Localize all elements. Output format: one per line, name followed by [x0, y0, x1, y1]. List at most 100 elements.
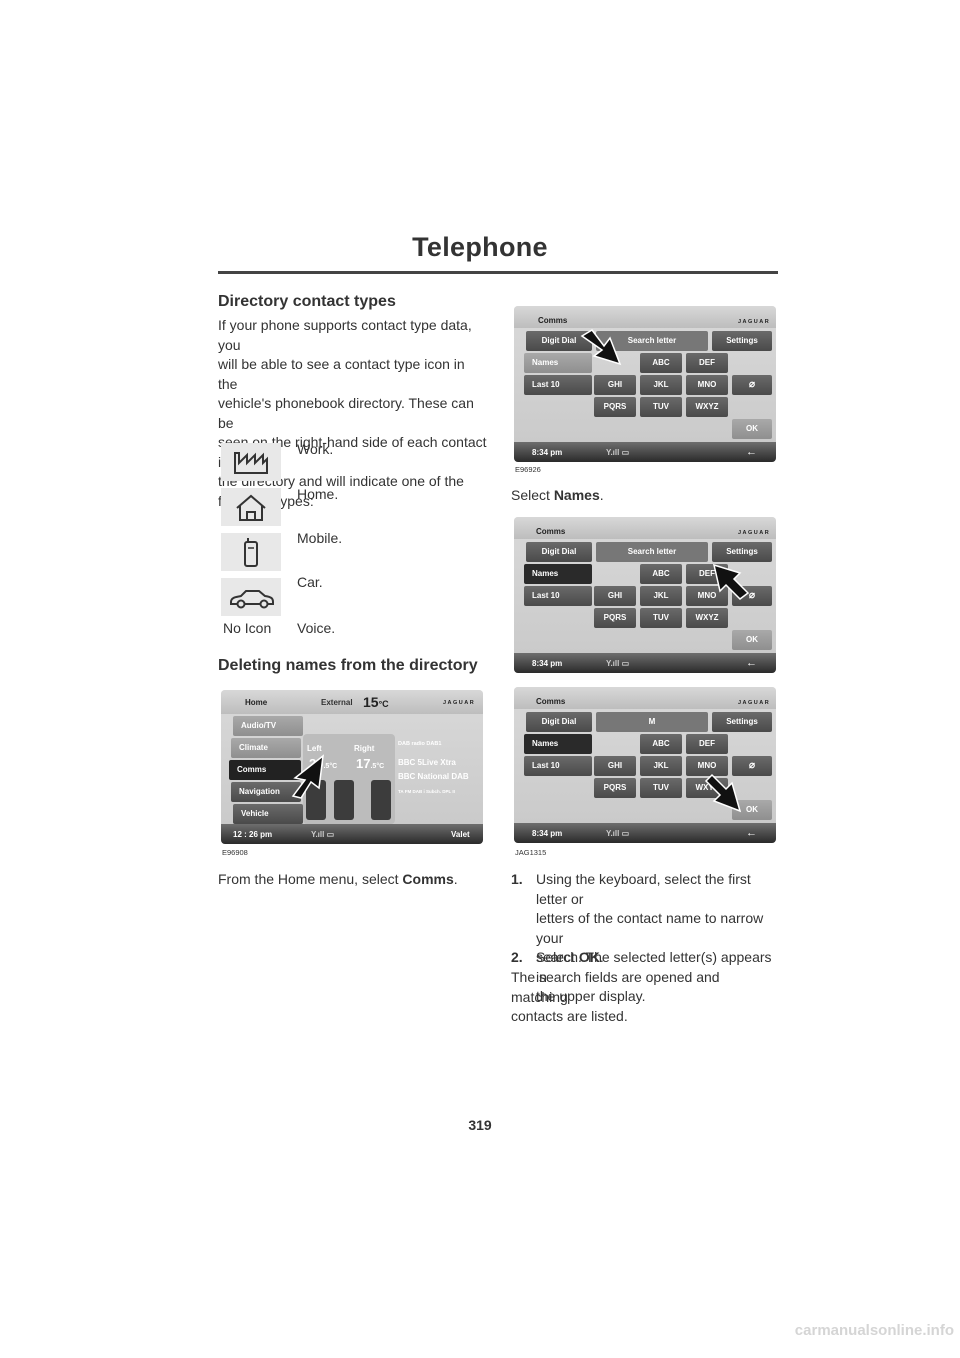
section-heading-contact-types: Directory contact types: [218, 293, 396, 310]
no-icon-label: No Icon: [223, 620, 272, 636]
title-rule: [218, 271, 778, 274]
page-number: 319: [468, 1117, 492, 1133]
key-pqrs: PQRS: [594, 608, 636, 628]
key-jkl: JKL: [640, 756, 682, 776]
key-mno: MNO: [686, 756, 728, 776]
menu-audio-tv: Audio/TV: [233, 716, 303, 736]
ok-button: OK: [732, 630, 772, 650]
ok-button: OK: [732, 800, 772, 820]
menu-comms: Comms: [229, 760, 301, 780]
work-label: Work.: [297, 441, 334, 457]
back-icon: ←: [746, 827, 757, 839]
key-tuv: TUV: [640, 397, 682, 417]
right-zone-temp: 17.5°C: [356, 756, 385, 771]
key-def: DEF: [686, 353, 728, 373]
back-icon: ←: [746, 657, 757, 669]
external-label: External: [321, 698, 353, 707]
digit-dial-button: Digit Dial: [526, 331, 592, 351]
settings-button: Settings: [712, 331, 772, 351]
result-paragraph: The search fields are opened and matchin…: [511, 969, 720, 1024]
signal-icon: Y.ıll ▭: [606, 829, 630, 838]
left-zone-label: Left: [307, 744, 322, 753]
instruction-names: Select Names.: [511, 487, 604, 503]
digit-dial-button: Digit Dial: [526, 712, 592, 732]
key-pqrs: PQRS: [594, 397, 636, 417]
menu-climate: Climate: [231, 738, 301, 758]
home-time: 12 : 26 pm: [233, 830, 273, 839]
jaguar-logo: JAGUAR: [443, 700, 476, 706]
menu-navigation: Navigation: [231, 782, 301, 802]
clock: 8:34 pm: [532, 448, 563, 457]
digit-dial-button: Digit Dial: [526, 542, 592, 562]
pointer-arrow-icon: [704, 773, 742, 813]
names-button: Names: [524, 734, 592, 754]
mute-icon: ⌀: [732, 375, 772, 395]
car-icon: [221, 578, 281, 616]
names-button: Names: [524, 353, 592, 373]
clock: 8:34 pm: [532, 659, 563, 668]
step-1-number: 1.: [511, 871, 523, 887]
signal-icon: Y.ıll ▭: [606, 448, 630, 457]
ok-button: OK: [732, 419, 772, 439]
station-2: BBC National DAB: [398, 772, 469, 781]
key-ghi: GHI: [594, 756, 636, 776]
last10-button: Last 10: [524, 756, 592, 776]
last10-button: Last 10: [524, 375, 592, 395]
comms-screen-1: Comms JAGUAR Digit Dial Search letter Se…: [514, 306, 776, 462]
home-label: Home.: [297, 486, 339, 502]
mobile-icon: [221, 533, 281, 571]
home-title: Home: [245, 698, 268, 707]
jaguar-logo: JAGUAR: [738, 700, 771, 706]
key-wxyz: WXYZ: [686, 608, 728, 628]
step-1-text: Using the keyboard, select the first let…: [536, 871, 772, 1004]
screen-1-caption: E96926: [515, 465, 541, 474]
mobile-label: Mobile.: [297, 530, 343, 546]
step-2-text: Select OK.: [536, 949, 604, 965]
key-abc: ABC: [640, 353, 682, 373]
comms-title: Comms: [538, 316, 568, 325]
names-button: Names: [524, 564, 592, 584]
key-wxyz: WXYZ: [686, 397, 728, 417]
search-field: Search letter: [596, 331, 708, 351]
home-topbar: [221, 690, 483, 714]
valet-button: Valet: [451, 830, 470, 839]
last10-button: Last 10: [524, 586, 592, 606]
right-seat-control: [371, 780, 391, 820]
watermark: carmanualsonline.info: [794, 1322, 954, 1339]
work-icon: [221, 443, 281, 481]
settings-button: Settings: [712, 542, 772, 562]
clock: 8:34 pm: [532, 829, 563, 838]
home-screen-image: Home External 15°C JAGUAR Audio/TV Clima…: [221, 690, 483, 844]
comms-title: Comms: [536, 697, 566, 706]
home-screen-caption: E96908: [222, 848, 248, 857]
section-heading-deleting: Deleting names from the directory: [218, 657, 478, 674]
key-def: DEF: [686, 734, 728, 754]
voice-label: Voice.: [297, 620, 336, 636]
left-seat-control: [306, 780, 326, 820]
dab-label: DAB radio DAB1: [398, 741, 442, 747]
contact-types-paragraph: If your phone supports contact type data…: [218, 317, 487, 509]
signal-icon: Y.ıll ▭: [311, 830, 335, 839]
search-field: Search letter: [596, 542, 708, 562]
mute-icon: ⌀: [732, 756, 772, 776]
jaguar-logo: JAGUAR: [738, 319, 771, 325]
screen-3-caption: JAG1315: [515, 848, 547, 857]
key-ghi: GHI: [594, 586, 636, 606]
key-ghi: GHI: [594, 375, 636, 395]
pointer-arrow-icon: [291, 754, 324, 799]
menu-vehicle: Vehicle: [233, 804, 303, 824]
step-2-number: 2.: [511, 949, 523, 965]
right-zone-label: Right: [354, 744, 375, 753]
key-tuv: TUV: [640, 778, 682, 798]
key-mno: MNO: [686, 586, 728, 606]
settings-button: Settings: [712, 712, 772, 732]
comms-screen-2: Comms JAGUAR Digit Dial Search letter Se…: [514, 517, 776, 673]
instruction-comms: From the Home menu, select Comms.: [218, 871, 458, 887]
search-field: M: [596, 712, 708, 732]
radio-status: TA FM DAB i Subch. DPL II: [398, 789, 455, 794]
key-abc: ABC: [640, 734, 682, 754]
key-jkl: JKL: [640, 586, 682, 606]
comms-title: Comms: [536, 527, 566, 536]
key-abc: ABC: [640, 564, 682, 584]
signal-icon: Y.ıll ▭: [606, 659, 630, 668]
